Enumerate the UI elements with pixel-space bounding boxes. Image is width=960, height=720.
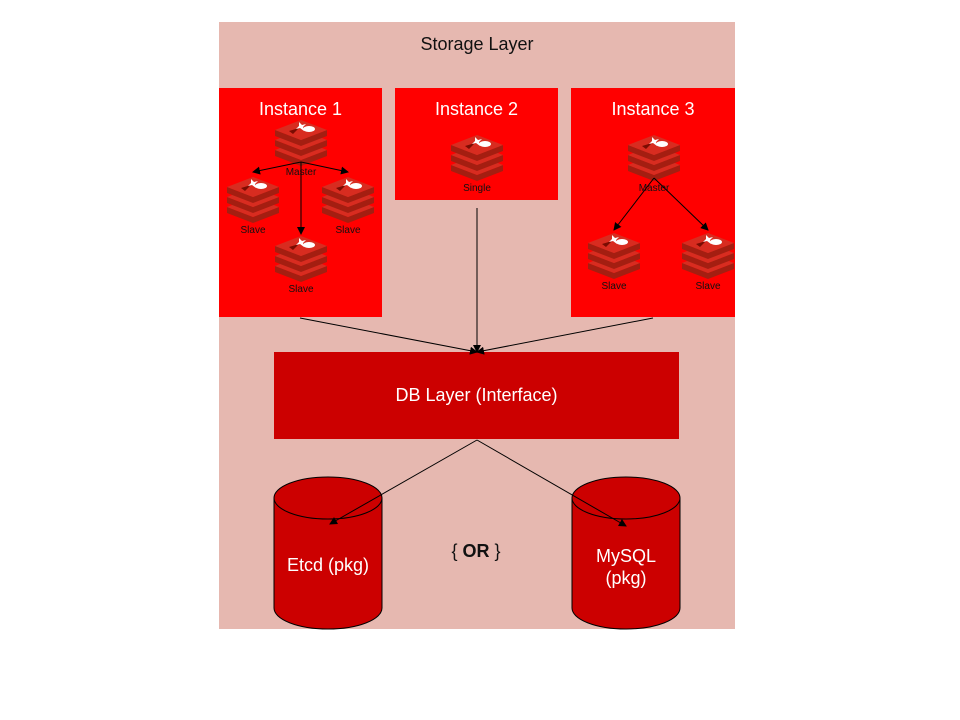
etcd-label: Etcd (pkg) <box>274 554 382 576</box>
mysql-label-line2: (pkg) <box>605 568 647 588</box>
instance-1-slave-left-redis-icon <box>227 177 279 223</box>
storage-layer-title: Storage Layer <box>420 34 534 54</box>
or-brace-open: { <box>451 541 458 561</box>
instance-2: Instance 2 <box>395 88 558 200</box>
db-layer-box: DB Layer (Interface) <box>274 352 679 439</box>
arrow-i1-master-to-slave-right <box>300 161 349 175</box>
etcd-label-text: Etcd (pkg) <box>286 555 370 575</box>
instance-3-slave-right-label: Slave <box>695 281 721 292</box>
instance-1-slave-bottom-redis-icon <box>275 236 327 282</box>
instance-2-title: Instance 2 <box>434 99 519 119</box>
or-word: OR <box>462 541 490 561</box>
instance-1-slave-left-label: Slave <box>240 225 266 236</box>
instance-1-master-redis-icon <box>275 120 327 166</box>
instance-3-slave-left-label: Slave <box>601 281 627 292</box>
db-layer-label: DB Layer (Interface) <box>395 385 558 405</box>
arrow-i1-master-to-slave-left <box>252 161 302 175</box>
arrow-i3-master-to-slave-right <box>653 177 709 231</box>
etcd-cylinder <box>273 476 383 630</box>
instance-3-slave-left-redis-icon <box>588 233 640 279</box>
or-brace-close: } <box>494 541 501 561</box>
arrow-instance-3-to-db-layer <box>476 317 654 355</box>
instance-3-master-redis-icon <box>628 135 680 181</box>
instance-3-master-label: Master <box>638 183 670 194</box>
instance-3-title: Instance 3 <box>611 99 695 119</box>
mysql-label: MySQL (pkg) <box>572 545 680 589</box>
instance-1-slave-bottom-label: Slave <box>288 284 314 295</box>
mysql-cylinder <box>571 476 681 630</box>
instance-2-single-redis-icon <box>451 135 503 181</box>
instance-1-title: Instance 1 <box>258 99 343 119</box>
instance-2-single-label: Single <box>463 183 491 194</box>
instance-1-slave-right-label: Slave <box>335 225 361 236</box>
arrow-db-layer-to-mysql <box>476 439 627 527</box>
mysql-label-line1: MySQL <box>595 546 656 566</box>
arrow-i3-master-to-slave-left <box>613 177 655 231</box>
arrow-instance-1-to-db-layer <box>299 317 478 355</box>
arrow-db-layer-to-etcd <box>329 439 478 525</box>
instance-3-slave-right-redis-icon <box>682 233 734 279</box>
or-separator: { OR } <box>420 541 532 562</box>
instance-1-slave-right-redis-icon <box>322 177 374 223</box>
